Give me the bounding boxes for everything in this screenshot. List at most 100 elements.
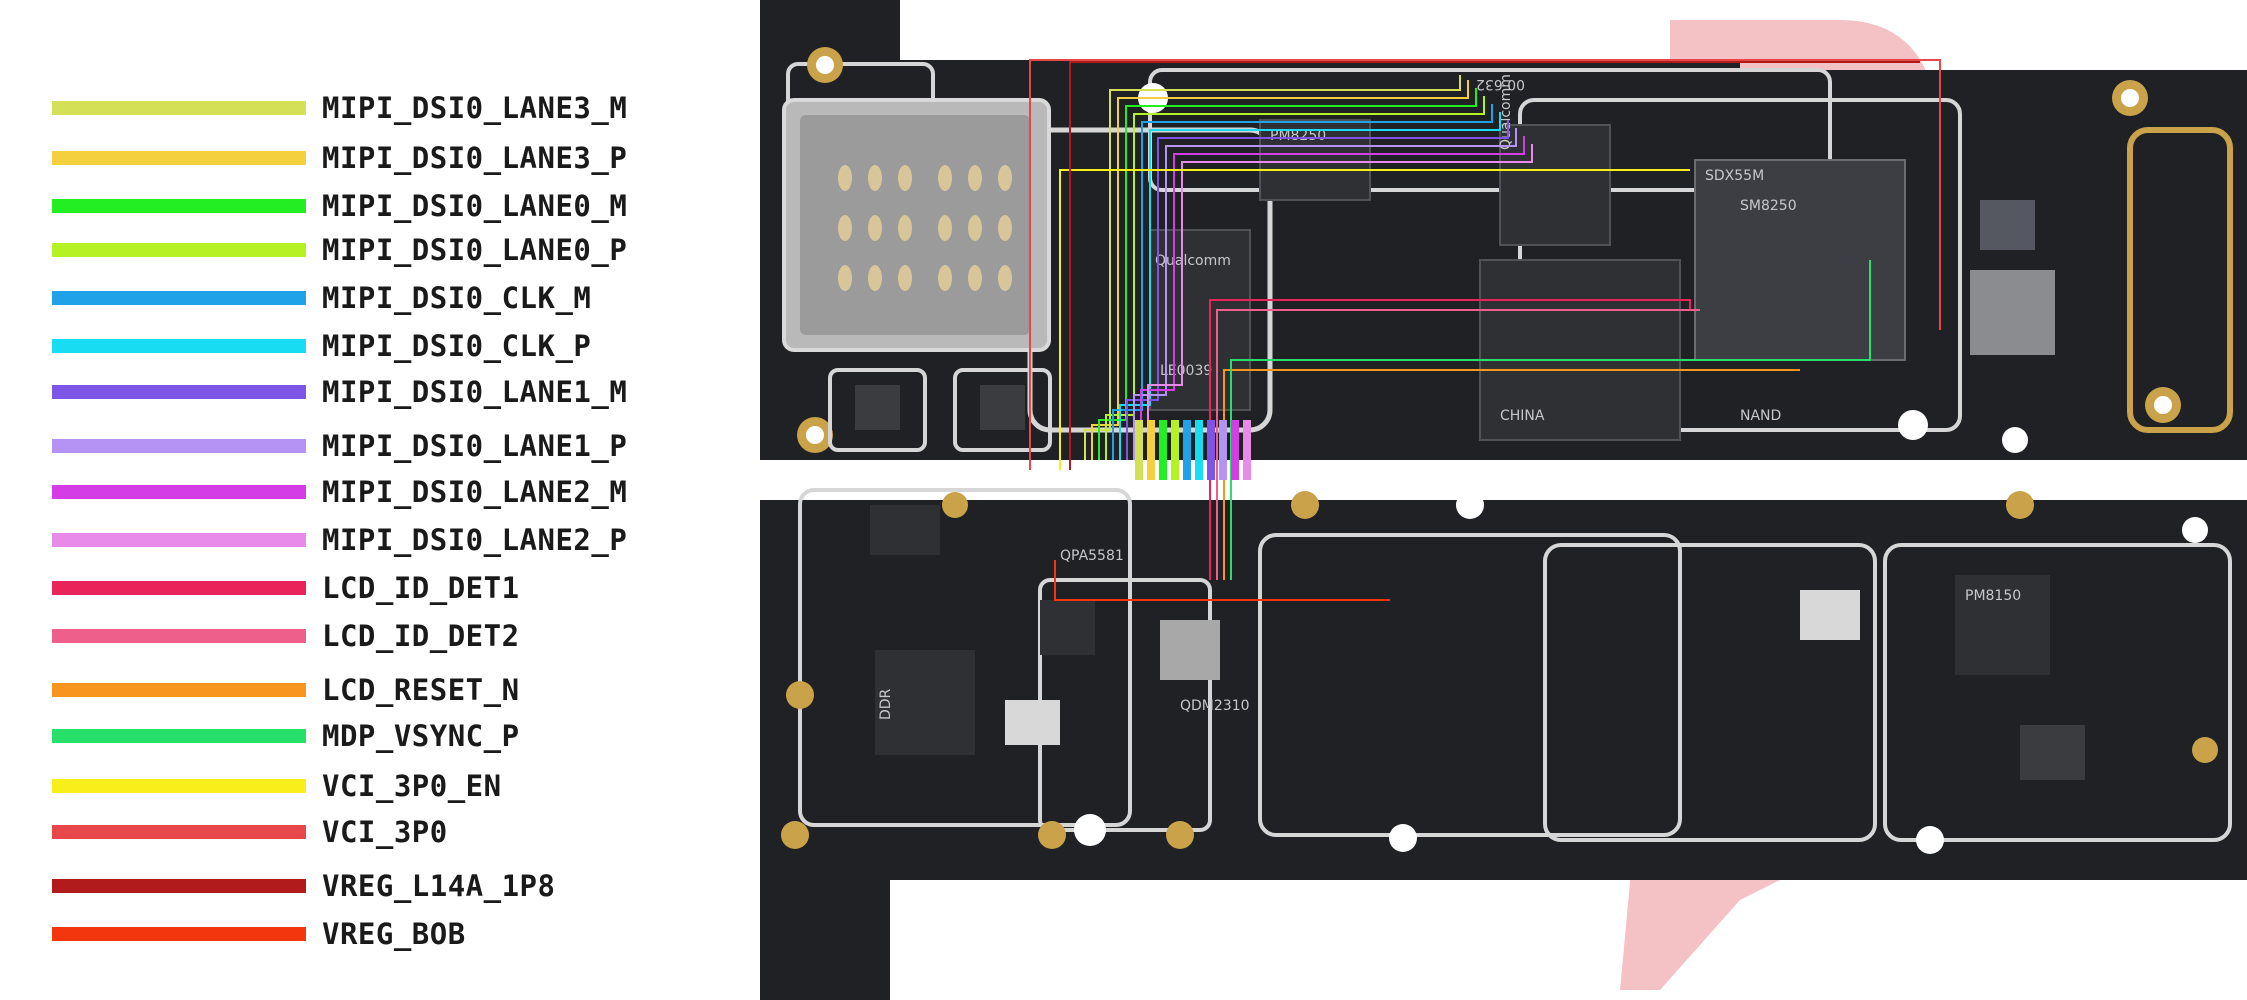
legend-swatch	[52, 629, 306, 643]
legend-label: LCD_ID_DET2	[322, 619, 520, 653]
signal-trace	[1133, 128, 1517, 460]
signal-trace	[1126, 120, 1509, 460]
legend-swatch	[52, 729, 306, 743]
legend-item: MIPI_DSI0_LANE3_P	[52, 138, 732, 178]
legend-item: MIPI_DSI0_LANE1_M	[52, 372, 732, 412]
signal-trace	[1054, 560, 1390, 601]
chip-label: Qualcomm	[1498, 74, 1514, 150]
connector-pad	[1219, 420, 1227, 480]
legend-item: MDP_VSYNC_P	[52, 716, 732, 756]
legend-swatch	[52, 199, 306, 213]
legend-label: MIPI_DSI0_LANE2_M	[322, 475, 628, 509]
signal-trace	[1112, 104, 1493, 460]
pcb-board-svg: QualcommQualcommSDX55MSM8250NANDCHINALE0…	[760, 0, 2247, 1000]
legend-item: MIPI_DSI0_LANE0_M	[52, 186, 732, 226]
signal-trace	[1059, 169, 1690, 470]
legend-swatch	[52, 151, 306, 165]
legend-label: LCD_ID_DET1	[322, 571, 520, 605]
signal-legend: MIPI_DSI0_LANE3_M MIPI_DSI0_LANE3_P MIPI_D…	[0, 0, 740, 1000]
connector-pad	[1171, 420, 1179, 480]
legend-swatch	[52, 243, 306, 257]
legend-item: MIPI_DSI0_LANE2_P	[52, 520, 732, 560]
legend-item: MIPI_DSI0_LANE0_P	[52, 230, 732, 270]
legend-item: VREG_BOB	[52, 914, 732, 954]
legend-item: VREG_L14A_1P8	[52, 866, 732, 906]
connector-pad	[1195, 420, 1203, 480]
legend-swatch	[52, 927, 306, 941]
legend-swatch	[52, 439, 306, 453]
legend-label: MIPI_DSI0_LANE1_P	[322, 429, 628, 463]
chip-label: SM8250	[1740, 198, 1797, 214]
connector-pad	[1207, 420, 1215, 480]
signal-trace	[1105, 96, 1485, 460]
sim-contacts	[838, 165, 1012, 291]
lower-board	[760, 488, 2247, 1000]
legend-label: VCI_3P0_EN	[322, 769, 502, 803]
legend-swatch	[52, 291, 306, 305]
legend-item: LCD_ID_DET1	[52, 568, 732, 608]
signal-trace	[1216, 309, 1700, 580]
legend-label: LCD_RESET_N	[322, 673, 520, 707]
legend-swatch	[52, 879, 306, 893]
chip-label: PM8250	[1270, 128, 1326, 144]
legend-label: MIPI_DSI0_LANE2_P	[322, 523, 628, 557]
chip-label: LE0039	[1160, 363, 1212, 379]
chip-labels: QualcommQualcommSDX55MSM8250NANDCHINALE0…	[878, 74, 2021, 720]
legend-label: MDP_VSYNC_P	[322, 719, 520, 753]
chip-label: DDR	[878, 688, 894, 720]
legend-swatch	[52, 385, 306, 399]
signal-traces	[1029, 59, 1941, 601]
legend-label: MIPI_DSI0_LANE0_P	[322, 233, 628, 267]
connector-pad	[1135, 420, 1143, 480]
signal-trace	[1069, 61, 1920, 470]
legend-label: MIPI_DSI0_CLK_P	[322, 329, 592, 363]
signal-trace	[1091, 80, 1469, 460]
legend-item: MIPI_DSI0_CLK_P	[52, 326, 732, 366]
legend-item: MIPI_DSI0_LANE3_M	[52, 88, 732, 128]
chip-label: CHINA	[1500, 408, 1545, 424]
legend-swatch	[52, 339, 306, 353]
connector-pad	[1231, 420, 1239, 480]
legend-swatch	[52, 779, 306, 793]
chip-label: 00 632	[1476, 76, 1525, 92]
signal-trace	[1098, 88, 1477, 460]
chip-label: QDM2310	[1180, 698, 1250, 714]
legend-item: VCI_3P0_EN	[52, 766, 732, 806]
chip-label: NAND	[1740, 408, 1781, 424]
legend-label: MIPI_DSI0_LANE1_M	[322, 375, 628, 409]
legend-label: MIPI_DSI0_LANE3_M	[322, 91, 628, 125]
legend-item: LCD_ID_DET2	[52, 616, 732, 656]
legend-swatch	[52, 825, 306, 839]
signal-trace	[1140, 136, 1525, 460]
legend-swatch	[52, 683, 306, 697]
connector-pad	[1243, 420, 1251, 480]
signal-trace	[1084, 75, 1461, 460]
chip-label: PM8150	[1965, 588, 2021, 604]
legend-swatch	[52, 581, 306, 595]
signal-trace	[1147, 144, 1533, 460]
connector-pad	[1159, 420, 1167, 480]
chip-label: QPA5581	[1060, 548, 1124, 564]
signal-trace	[1223, 369, 1800, 580]
legend-swatch	[52, 533, 306, 547]
legend-label: VCI_3P0	[322, 815, 448, 849]
legend-item: LCD_RESET_N	[52, 670, 732, 710]
legend-item: MIPI_DSI0_CLK_M	[52, 278, 732, 318]
legend-label: MIPI_DSI0_LANE3_P	[322, 141, 628, 175]
legend-item: MIPI_DSI0_LANE2_M	[52, 472, 732, 512]
legend-item: MIPI_DSI0_LANE1_P	[52, 426, 732, 466]
legend-swatch	[52, 485, 306, 499]
legend-label: MIPI_DSI0_LANE0_M	[322, 189, 628, 223]
legend-item: VCI_3P0	[52, 812, 732, 852]
connector-pad	[1183, 420, 1191, 480]
chip-label: SDX55M	[1705, 168, 1764, 184]
upper-board	[760, 0, 2247, 460]
legend-swatch	[52, 101, 306, 115]
signal-trace	[1029, 59, 1941, 470]
signal-trace	[1119, 112, 1501, 460]
connector-pad	[1147, 420, 1155, 480]
legend-label: VREG_BOB	[322, 917, 466, 951]
legend-label: MIPI_DSI0_CLK_M	[322, 281, 592, 315]
legend-label: VREG_L14A_1P8	[322, 869, 556, 903]
